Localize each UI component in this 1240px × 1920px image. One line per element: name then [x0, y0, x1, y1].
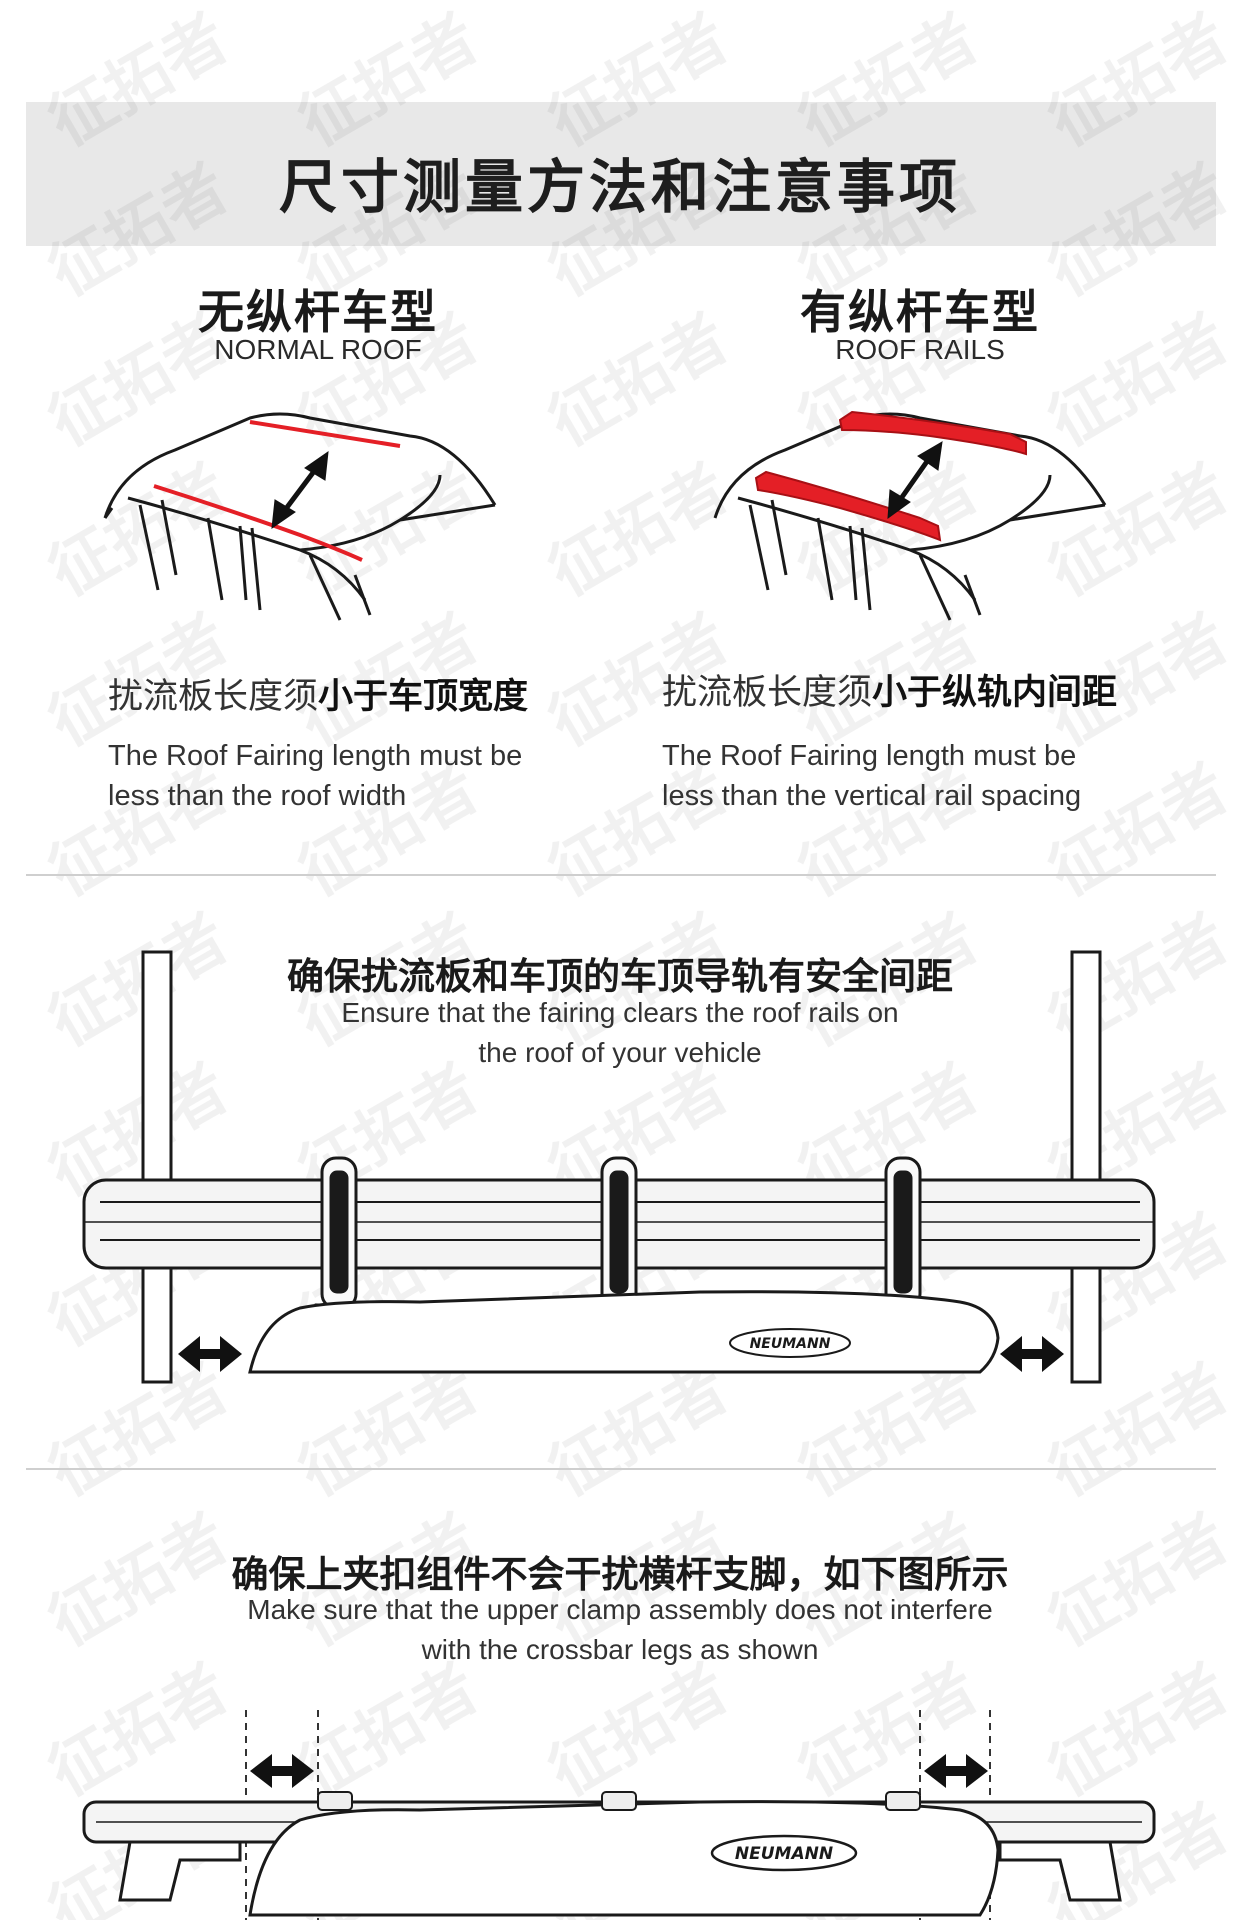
door-pillar-4: [250, 527, 262, 611]
spacing-arrow-right: [924, 1754, 988, 1788]
clamp: [885, 1791, 921, 1811]
normal-roof-title: 无纵杆车型: [198, 285, 438, 339]
windshield-edge: [299, 474, 442, 552]
door-pillar-1: [138, 504, 160, 591]
clearance-illustration: NEUMANN: [82, 950, 1156, 1384]
roof-rails-subtitle: ROOF RAILS: [835, 334, 1005, 365]
door-pillar-2: [160, 499, 178, 576]
clearance-title-en: Ensure that the fairing clears the roof …: [341, 997, 899, 1068]
divider: [26, 1468, 1216, 1470]
roof-outline: [713, 412, 1107, 519]
roof-rail-near: [754, 470, 942, 542]
roof-measure-line-rear: [153, 484, 363, 562]
clearance-arrow-left: [178, 1336, 242, 1372]
clamp-title-cn: 确保上夹扣组件不会干扰横杆支脚，如下图所示: [231, 1553, 1009, 1596]
roof-rail-left: [141, 950, 173, 1384]
roof-outline: [103, 412, 497, 519]
crossbar-leg-left: [118, 1840, 242, 1902]
clamp: [601, 1791, 637, 1811]
divider: [26, 874, 1216, 876]
fairing-brand: NEUMANN: [750, 1336, 831, 1352]
crossbar-leg-right: [998, 1840, 1122, 1902]
fairing: [248, 1290, 1000, 1374]
clamp: [317, 1791, 353, 1811]
roof-rail-right: [1070, 950, 1102, 1384]
clamp-title-en: Make sure that the upper clamp assembly …: [247, 1594, 993, 1665]
door-pillar-3: [206, 517, 224, 601]
rail-spacing-arrow: [887, 441, 943, 520]
roof-front-edge: [737, 496, 977, 601]
roof-rails-illustration: [713, 410, 1107, 621]
roof-measure-line-front: [249, 420, 401, 448]
roof-rails-title: 有纵杆车型: [800, 285, 1040, 339]
clearance-title-cn: 确保扰流板和车顶的车顶导轨有安全间距: [287, 955, 953, 998]
fairing-brand: NEUMANN: [735, 1844, 833, 1864]
clamp-illustration: NEUMANN: [82, 1710, 1156, 1920]
width-arrow: [271, 450, 329, 530]
clearance-arrow-right: [1000, 1336, 1064, 1372]
roof-front-edge: [127, 496, 367, 601]
a-pillar: [308, 554, 342, 621]
normal-roof-note-cn: 扰流板长度须小于车顶宽度: [108, 677, 529, 717]
header-band: [26, 102, 1216, 246]
windshield-edge: [909, 474, 1052, 552]
fairing: [248, 1800, 1000, 1917]
normal-roof-subtitle: NORMAL ROOF: [214, 334, 422, 365]
roof-rails-note-cn: 扰流板长度须小于纵轨内间距: [662, 673, 1118, 713]
roof-rail-far: [838, 410, 1027, 456]
page-title: 尺寸测量方法和注意事项: [278, 153, 961, 221]
normal-roof-illustration: [103, 412, 497, 621]
spacing-arrow-left: [250, 1754, 314, 1788]
